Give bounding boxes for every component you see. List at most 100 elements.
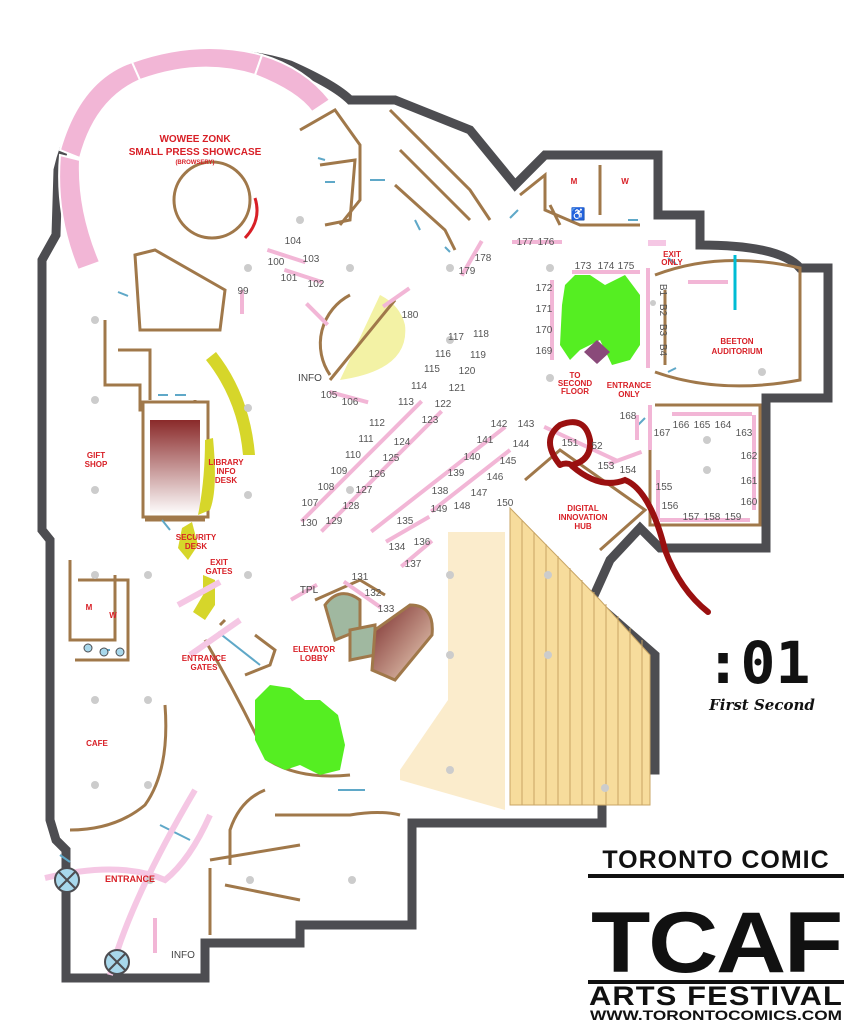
booth-112: 112 — [369, 418, 385, 429]
booth-174: 174 — [598, 261, 615, 272]
booth-124: 124 — [394, 437, 411, 448]
booth-110: 110 — [345, 450, 361, 461]
booth-168: 168 — [620, 411, 637, 422]
library-desk — [178, 352, 255, 620]
booth-159: 159 — [725, 512, 742, 523]
entrance-only-label-2: ONLY — [618, 390, 640, 399]
booth-176: 176 — [538, 237, 555, 248]
info-bottom-label: INFO — [171, 950, 195, 961]
booth-151: 151 — [562, 438, 579, 449]
booth-125: 125 — [383, 453, 400, 464]
booth-144: 144 — [513, 439, 530, 450]
booth-111: 111 — [358, 434, 374, 445]
booth-158: 158 — [704, 512, 721, 523]
booth-139: 139 — [448, 468, 465, 479]
booth-169: 169 — [536, 346, 553, 357]
booth-107: 107 — [302, 498, 319, 509]
elevator-lobby-label: ELEVATOR — [293, 645, 335, 654]
booth-121: 121 — [449, 383, 466, 394]
logo-top-text: TORONTO COMIC — [602, 846, 829, 874]
library-desk-label-2: INFO — [216, 467, 235, 476]
booth-117: 117 — [448, 332, 464, 343]
turnstiles — [54, 867, 130, 975]
publisher-logo: :01 First Second — [706, 629, 816, 714]
security-desk-label: SECURITY — [176, 533, 217, 542]
men-restroom-left-label: M — [86, 603, 93, 612]
booth-149: 149 — [431, 504, 448, 515]
gift-shop-label: GIFT — [87, 451, 105, 460]
booth-160: 160 — [741, 497, 758, 508]
booth-177: 177 — [517, 237, 534, 248]
booth-138: 138 — [432, 486, 449, 497]
booth-143: 143 — [518, 419, 535, 430]
booth-104: 104 — [285, 236, 302, 247]
digital-hub-label-2: INNOVATION — [558, 513, 607, 522]
showcase-round-table — [172, 160, 252, 240]
restroom-fixtures — [83, 643, 125, 657]
booth-153: 153 — [598, 461, 615, 472]
booth-106: 106 — [342, 397, 359, 408]
booth-175: 175 — [618, 261, 635, 272]
showcase-booth-arc — [58, 46, 332, 272]
booth-147: 147 — [471, 488, 488, 499]
booth-141: 141 — [477, 435, 494, 446]
booth-130: 130 — [301, 518, 318, 529]
logo-top-rule — [588, 874, 844, 878]
library-desk-label: LIBRARY — [208, 458, 244, 467]
second-floor-label-2: SECOND — [558, 379, 592, 388]
info-desk — [318, 293, 406, 381]
exit-only-label: EXIT — [663, 250, 681, 259]
booth-146: 146 — [487, 472, 504, 483]
booth-114: 114 — [411, 381, 427, 392]
info-label: INFO — [298, 373, 322, 384]
booth-132: 132 — [365, 588, 382, 599]
entrance-gates-label: ENTRANCE — [182, 654, 227, 663]
booth-148: 148 — [454, 501, 471, 512]
booth-179: 179 — [459, 266, 476, 277]
publisher-name: First Second — [708, 696, 815, 714]
booth-102: 102 — [308, 279, 325, 290]
entrance-gates-label-2: GATES — [191, 663, 219, 672]
booth-108: 108 — [318, 482, 335, 493]
booth-142: 142 — [491, 419, 508, 430]
gift-shop-label-2: SHOP — [85, 460, 108, 469]
booth-105: 105 — [321, 390, 338, 401]
booth-170: 170 — [536, 325, 553, 336]
booth-115: 115 — [424, 364, 440, 375]
booth-119: 119 — [470, 350, 486, 361]
booth-tables — [153, 239, 756, 953]
booth-140: 140 — [464, 452, 481, 463]
logo-main-text: TCAF — [591, 895, 841, 991]
security-desk-label-2: DESK — [185, 542, 207, 551]
booth-157: 157 — [683, 512, 700, 523]
booth-116: 116 — [435, 349, 451, 360]
digital-hub-label: DIGITAL — [567, 504, 599, 513]
tpl-label: TPL — [300, 585, 319, 596]
showcase-note: (BROWSERY) — [175, 160, 214, 166]
booth-B1: B1 — [657, 284, 668, 297]
exit-gates-label: EXIT — [210, 558, 228, 567]
booth-155: 155 — [656, 482, 673, 493]
booth-118: 118 — [473, 329, 489, 340]
booth-162: 162 — [741, 451, 758, 462]
booth-120: 120 — [459, 366, 476, 377]
digital-hub-label-3: HUB — [574, 522, 592, 531]
booth-B2: B2 — [657, 304, 668, 317]
booth-127: 127 — [356, 485, 373, 496]
highlight-annotation — [547, 419, 711, 615]
publisher-mark: :01 — [706, 629, 811, 697]
second-floor-label: TO — [570, 371, 581, 380]
booth-100: 100 — [268, 257, 285, 268]
booth-178: 178 — [475, 253, 492, 264]
booth-171: 171 — [536, 304, 553, 315]
showcase-subtitle: SMALL PRESS SHOWCASE — [129, 147, 262, 158]
gift-shop-display — [150, 420, 200, 515]
logo-bottom-text: ARTS FESTIVAL — [589, 981, 843, 1011]
booth-101: 101 — [281, 273, 298, 284]
library-desk-label-3: DESK — [215, 476, 237, 485]
booth-172: 172 — [536, 283, 553, 294]
booth-136: 136 — [414, 537, 431, 548]
booth-180: 180 — [402, 310, 419, 321]
entrance-label: ENTRANCE — [105, 874, 155, 884]
